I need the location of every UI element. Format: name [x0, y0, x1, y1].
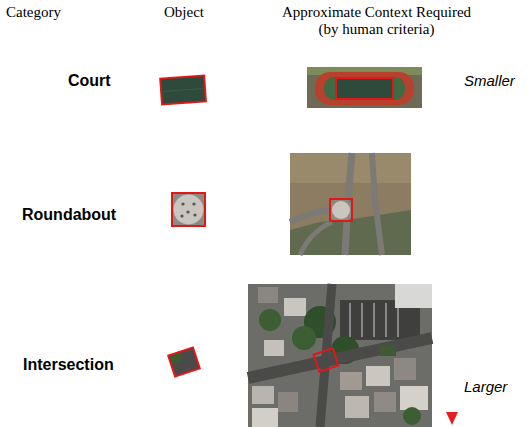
scale-label: Smaller [464, 72, 515, 89]
intersection-object [168, 348, 200, 377]
court-context [307, 67, 422, 108]
category-name: Roundabout [22, 206, 116, 224]
column-header: Category [6, 4, 61, 21]
roundabout-object [172, 193, 205, 226]
roundabout-context [290, 153, 411, 255]
scale-arrow [451, 34, 454, 414]
scale-label: Larger [464, 378, 507, 395]
intersection-context [248, 284, 432, 427]
court-object [160, 75, 206, 104]
category-name: Court [68, 72, 111, 90]
column-header: Approximate Context Required (by human c… [279, 4, 474, 39]
category-name: Intersection [23, 356, 114, 374]
arrow-head [446, 412, 458, 425]
column-header: Object [164, 4, 204, 21]
